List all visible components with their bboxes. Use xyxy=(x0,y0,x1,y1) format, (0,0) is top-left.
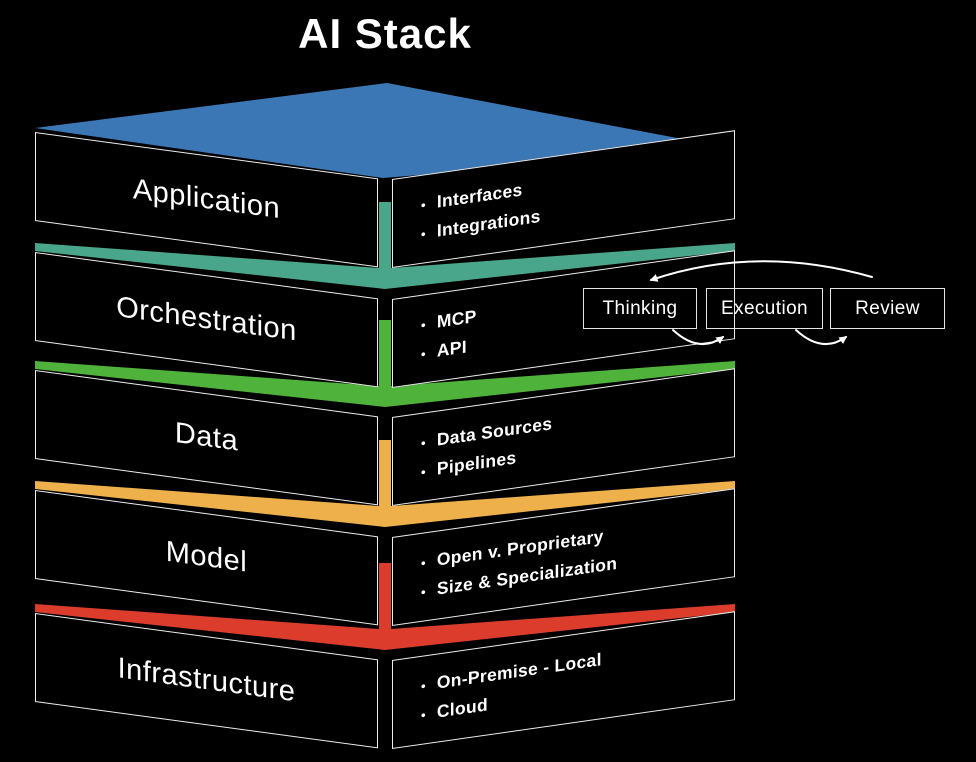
bullet-icon: • xyxy=(421,464,426,480)
flow-step-review: Review xyxy=(830,288,945,329)
bullet-text: Pipelines xyxy=(436,447,517,479)
bullet-icon: • xyxy=(421,317,426,333)
bullet-icon: • xyxy=(421,197,426,213)
layer-label: Application xyxy=(132,173,281,226)
page-title: AI Stack xyxy=(298,10,472,57)
arrow-execution-to-review xyxy=(795,329,848,345)
bullet-text: Cloud xyxy=(436,694,488,722)
layer-label: Data xyxy=(174,416,239,458)
bullet-icon: • xyxy=(421,707,426,723)
bullet-text: MCP xyxy=(436,305,477,332)
layer-label: Orchestration xyxy=(116,290,297,348)
bullet-icon: • xyxy=(421,555,426,571)
bullet-icon: • xyxy=(421,678,426,694)
bullet-icon: • xyxy=(421,346,426,362)
bullet-text: Interfaces xyxy=(436,179,523,212)
bullet-icon: • xyxy=(421,435,426,451)
flow-step-execution: Execution xyxy=(706,288,823,329)
layer-label: Infrastructure xyxy=(117,652,296,709)
layer-label: Model xyxy=(165,535,248,579)
bullet-icon: • xyxy=(421,584,426,600)
flow-step-thinking: Thinking xyxy=(583,288,697,329)
bullet-text: API xyxy=(436,336,467,361)
bullet-icon: • xyxy=(421,226,426,242)
